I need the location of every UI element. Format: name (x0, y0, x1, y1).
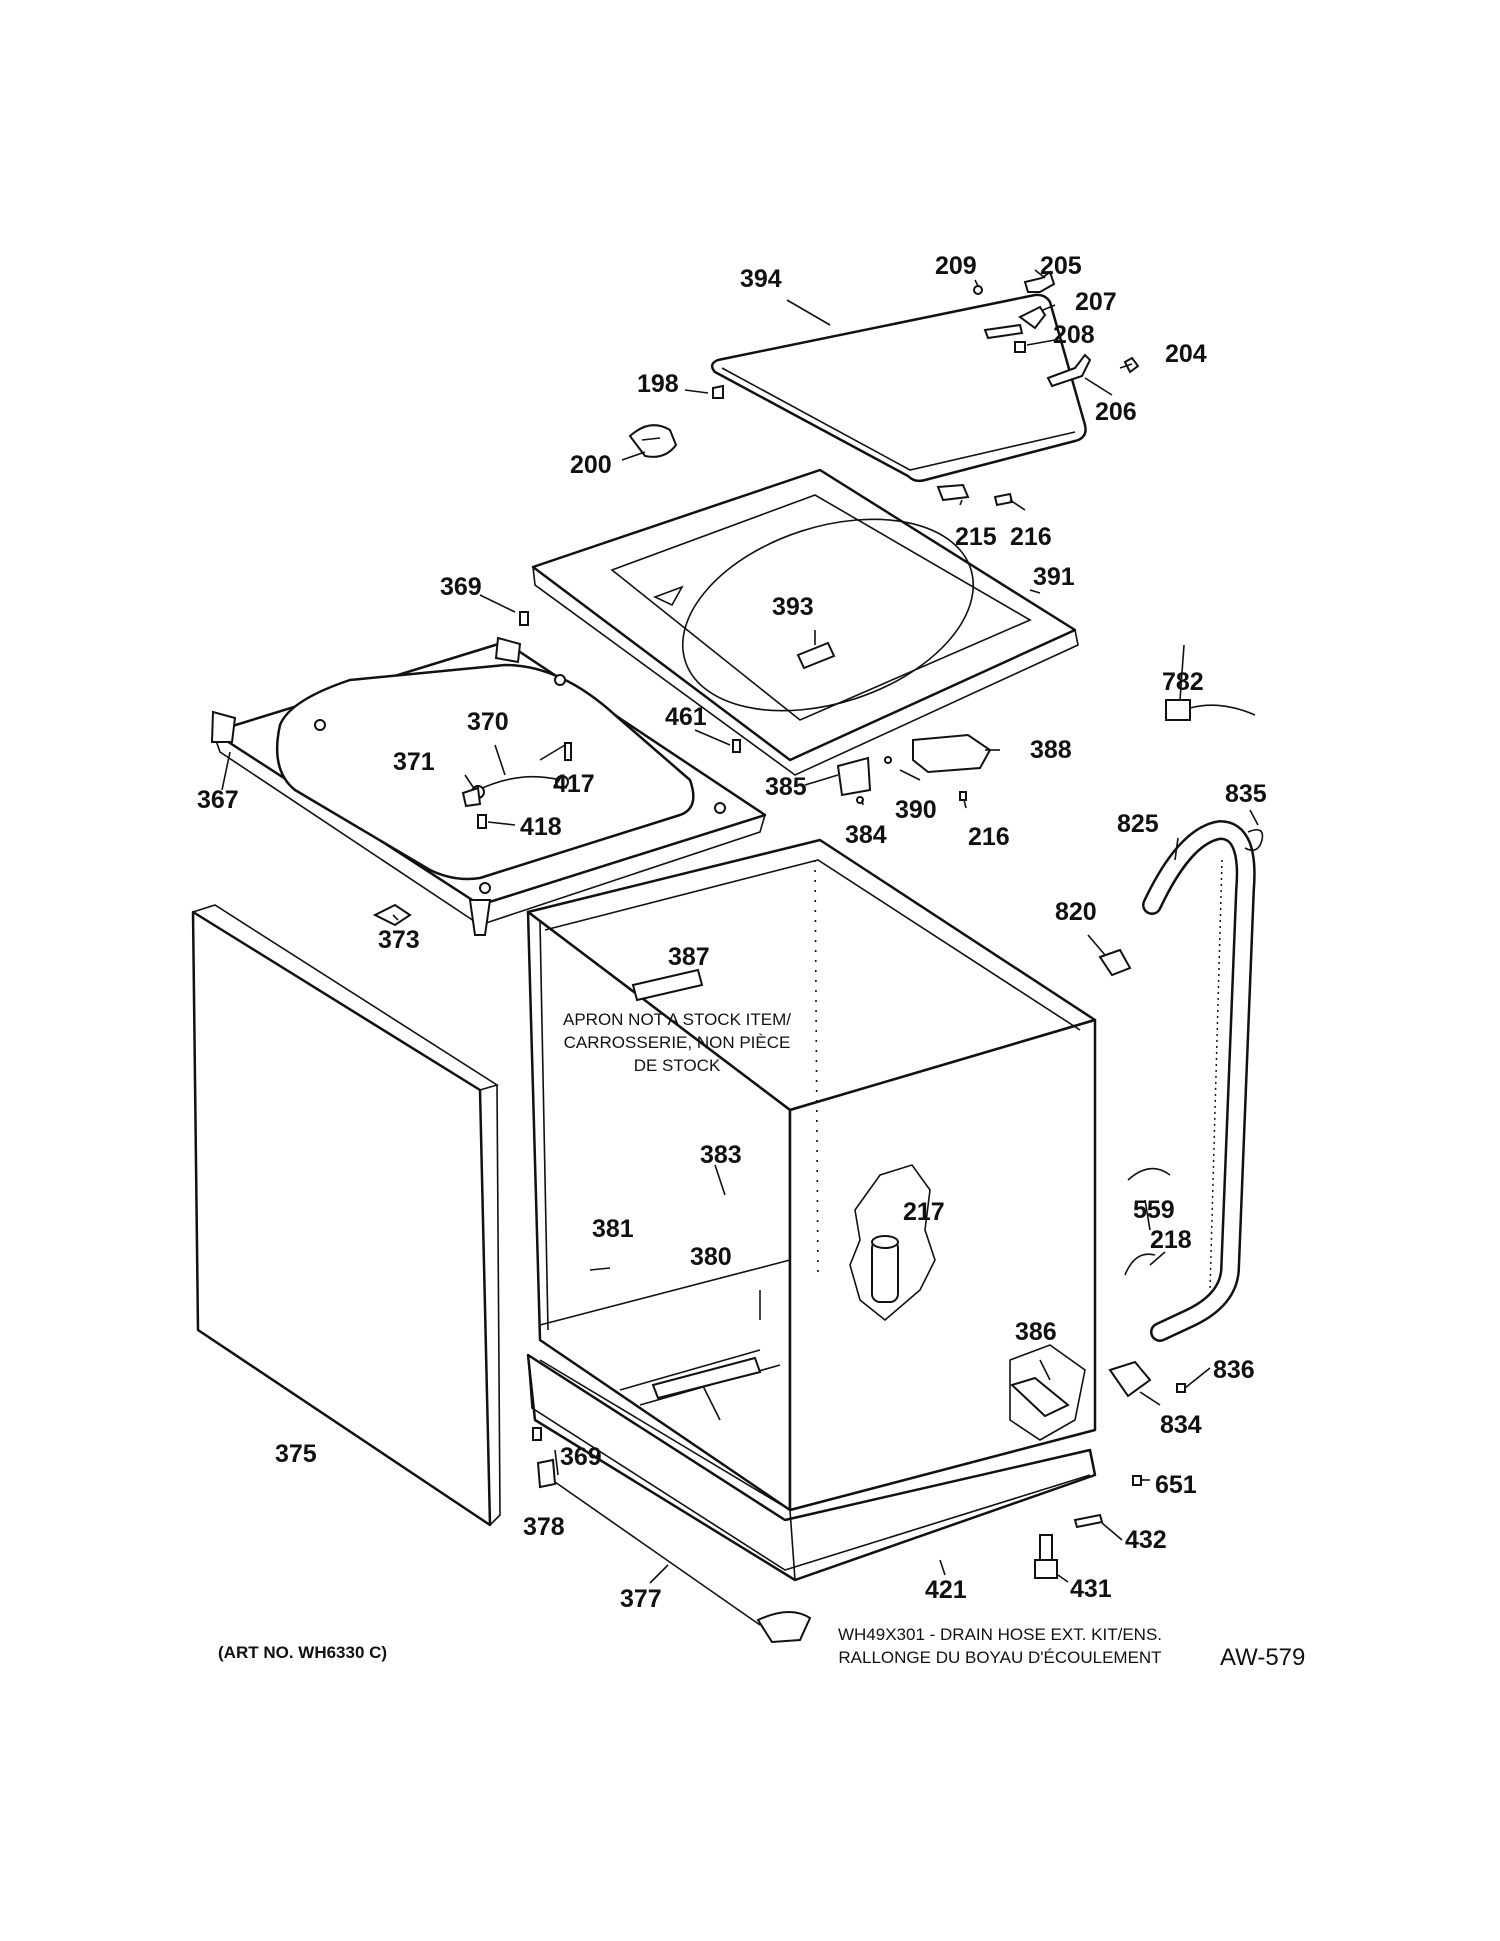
base-421[interactable] (526, 1353, 1097, 1582)
label-215: 215 (955, 523, 997, 551)
label-559: 559 (1133, 1196, 1175, 1224)
label-375: 375 (275, 1440, 317, 1468)
label-380: 380 (690, 1243, 732, 1271)
label-388: 388 (1030, 736, 1072, 764)
label-370: 370 (467, 708, 509, 736)
suspension-frame-367[interactable] (210, 611, 767, 936)
label-782: 782 (1162, 668, 1204, 696)
part-labels: 394 209 205 207 208 204 206 198 200 215 … (197, 252, 1267, 1613)
label-200: 200 (570, 451, 612, 479)
side-cutaway (849, 1164, 1086, 1441)
label-369-top: 369 (440, 573, 482, 601)
label-432: 432 (1125, 1526, 1167, 1554)
label-369-bottom: 369 (560, 1443, 602, 1471)
label-393: 393 (772, 593, 814, 621)
label-381: 381 (592, 1215, 634, 1243)
label-418: 418 (520, 813, 562, 841)
label-390: 390 (895, 796, 937, 824)
label-417: 417 (553, 770, 595, 798)
drain-kit-note-line-2: RALLONGE DU BOYAU D'ÉCOULEMENT (838, 1648, 1161, 1667)
label-431: 431 (1070, 1575, 1112, 1603)
front-panel-375[interactable] (191, 904, 501, 1527)
hose-hardware[interactable] (1098, 699, 1264, 1398)
label-218: 218 (1150, 1226, 1192, 1254)
label-205: 205 (1040, 252, 1082, 280)
label-204: 204 (1165, 340, 1207, 368)
label-834: 834 (1160, 1411, 1202, 1439)
lid-394[interactable] (710, 293, 1087, 483)
label-216-mid: 216 (968, 823, 1010, 851)
label-394: 394 (740, 265, 782, 293)
diagram-notes: APRON NOT A STOCK ITEM/ CARROSSERIE, NON… (218, 1010, 1305, 1671)
drain-kit-note-line-1: WH49X301 - DRAIN HOSE EXT. KIT/ENS. (838, 1625, 1162, 1644)
label-216-top: 216 (1010, 523, 1052, 551)
leader-lines (221, 269, 1259, 1584)
top-cover-391[interactable] (531, 468, 1079, 776)
label-198: 198 (637, 370, 679, 398)
label-209: 209 (935, 252, 977, 280)
label-377: 377 (620, 1585, 662, 1613)
label-373: 373 (378, 926, 420, 954)
apron-note-line-2: CARROSSERIE, NON PIÈCE (564, 1033, 791, 1052)
base-hardware[interactable] (532, 1427, 1142, 1644)
label-820: 820 (1055, 898, 1097, 926)
label-385: 385 (765, 773, 807, 801)
control-bracket-hardware[interactable] (836, 733, 992, 804)
label-367: 367 (197, 786, 239, 814)
label-383: 383 (700, 1141, 742, 1169)
label-207: 207 (1075, 288, 1117, 316)
art-number: (ART NO. WH6330 C) (218, 1643, 387, 1662)
label-825: 825 (1117, 810, 1159, 838)
label-651: 651 (1155, 1471, 1197, 1499)
apron-note-line-3: DE STOCK (634, 1056, 721, 1075)
label-371: 371 (393, 748, 435, 776)
diagram-code: AW-579 (1220, 1644, 1305, 1671)
label-217: 217 (903, 1198, 945, 1226)
label-836: 836 (1213, 1356, 1255, 1384)
label-421: 421 (925, 1576, 967, 1604)
label-835: 835 (1225, 780, 1267, 808)
label-378: 378 (523, 1513, 565, 1541)
drain-hose-825[interactable] (1142, 819, 1256, 1342)
label-387: 387 (668, 943, 710, 971)
label-208: 208 (1053, 321, 1095, 349)
label-384: 384 (845, 821, 887, 849)
label-386: 386 (1015, 1318, 1057, 1346)
apron-note-line-1: APRON NOT A STOCK ITEM/ (563, 1010, 791, 1029)
label-461: 461 (665, 703, 707, 731)
label-391: 391 (1033, 563, 1075, 591)
label-206: 206 (1095, 398, 1137, 426)
lid-hinge-hardware[interactable] (628, 270, 1140, 507)
